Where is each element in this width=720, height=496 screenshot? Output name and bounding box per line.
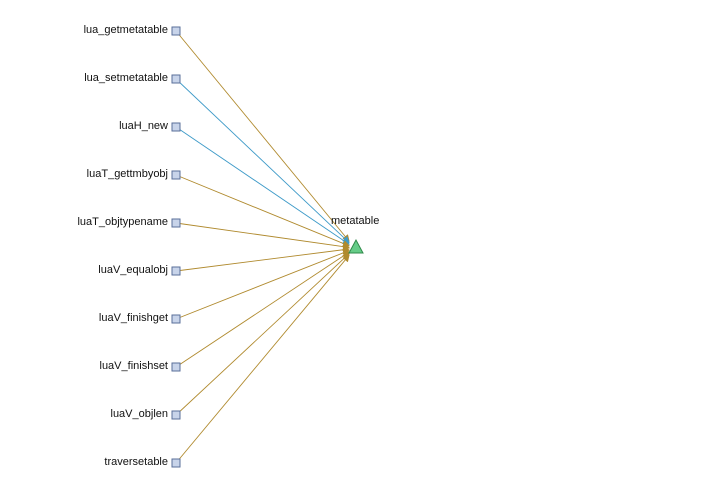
nodes-group: [171, 26, 181, 468]
node-label-lua-getmetatable[interactable]: lua_getmetatable: [83, 24, 168, 36]
edge-luav-equalobj: [175, 246, 350, 272]
edge-luav-finishset: [175, 251, 350, 368]
node-label-luat-gettmbyobj[interactable]: luaT_gettmbyobj: [86, 168, 168, 180]
edge-lua-setmetatable: [175, 78, 350, 244]
square-node-icon[interactable]: [171, 266, 181, 276]
node-label-luat-objtypename[interactable]: luaT_objtypename: [77, 216, 168, 228]
node-label-luav-finishset[interactable]: luaV_finishset: [99, 360, 169, 372]
square-node-icon[interactable]: [171, 170, 181, 180]
edge-luat-gettmbyobj: [175, 174, 350, 247]
node-label-traversetable[interactable]: traversetable: [104, 456, 168, 468]
square-node-icon[interactable]: [171, 410, 181, 420]
edge-luat-objtypename: [175, 222, 350, 251]
edge-luav-objlen: [175, 253, 350, 416]
edge-lua-getmetatable: [175, 30, 350, 242]
node-label-luav-finishget[interactable]: luaV_finishget: [98, 312, 168, 324]
edge-traversetable: [175, 254, 350, 464]
square-node-icon[interactable]: [171, 74, 181, 84]
square-node-icon[interactable]: [171, 218, 181, 228]
node-label-luav-objlen[interactable]: luaV_objlen: [110, 408, 169, 420]
square-node-icon[interactable]: [171, 458, 181, 468]
node-label-luah-new[interactable]: luaH_new: [119, 120, 168, 132]
square-node-icon[interactable]: [171, 314, 181, 324]
edge-luah-new: [175, 126, 350, 245]
square-node-icon[interactable]: [171, 362, 181, 372]
node-label-luav-equalobj[interactable]: luaV_equalobj: [98, 264, 168, 276]
triangle-icon[interactable]: [348, 238, 364, 254]
edges-group: [175, 30, 350, 464]
square-node-icon[interactable]: [171, 122, 181, 132]
target-node-label: metatable: [331, 215, 380, 227]
square-node-icon[interactable]: [171, 26, 181, 36]
edge-luav-finishget: [175, 249, 350, 320]
node-label-lua-setmetatable[interactable]: lua_setmetatable: [84, 72, 168, 84]
